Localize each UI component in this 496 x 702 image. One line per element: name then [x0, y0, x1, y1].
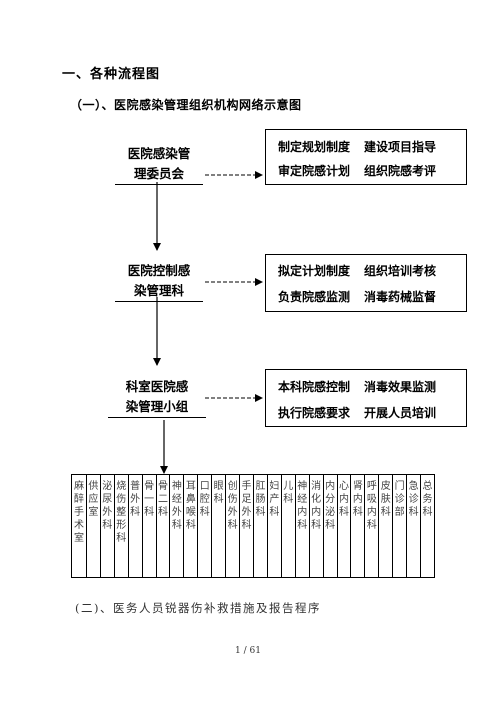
section-heading: 一、各种流程图: [62, 67, 161, 82]
level1-label: 医院感染管 理委员会: [115, 144, 203, 185]
level2-duties-box: 拟定计划制度组织培训考核 负责院感监测消毒药械监督: [265, 254, 467, 312]
department-cell: 心内科: [336, 475, 351, 577]
department-cell: 骨一科: [141, 475, 156, 577]
department-cell: 普外科: [127, 475, 142, 577]
department-cell: 总务科: [420, 475, 434, 577]
department-cell: 内分泌科: [322, 475, 337, 577]
level3-duties-box: 本科院感控制消毒效果监测 执行院感要求开展人员培训: [265, 369, 467, 427]
department-cell: 骨二科: [155, 475, 170, 577]
department-cell: 皮肤科: [378, 475, 392, 577]
department-cell: 烧伤整形科: [113, 475, 128, 577]
department-cell: 手足外科: [239, 475, 253, 577]
department-cell: 泌尿外科: [99, 475, 114, 577]
department-cell: 耳鼻喉科: [183, 475, 197, 577]
level1-duties-box: 制定规划制度建设项目指导 审定院感计划组织院感考评: [265, 129, 467, 185]
department-cell: 肛肠科: [253, 475, 267, 577]
department-cell: 呼吸内科: [364, 475, 378, 577]
department-cell: 妇产科: [266, 475, 281, 577]
department-cell: 儿科: [280, 475, 295, 577]
department-cell: 麻醉手术室: [73, 481, 84, 544]
level3-label: 科室医院感 染管理小组: [108, 377, 206, 418]
department-cell: 供应室: [85, 475, 100, 577]
department-cell: 肾内科: [350, 475, 364, 577]
level2-label: 医院控制感 染管理科: [115, 261, 203, 302]
department-cell: 创伤外科: [225, 475, 239, 577]
department-cell: 神经内科: [294, 475, 309, 577]
department-cell: 口腔科: [197, 475, 211, 577]
departments-table: 麻醉手术室供应室泌尿外科烧伤整形科普外科骨一科骨二科神经外科耳鼻喉科口腔科眼科创…: [71, 474, 435, 578]
next-section-heading: (二)、医务人员锐器伤补救措施及报告程序: [75, 601, 321, 615]
department-cell: 眼科: [211, 475, 225, 577]
page-number: 1 / 61: [235, 646, 261, 656]
department-cell: 神经外科: [169, 475, 183, 577]
diagram-title: （一）、医院感染管理组织机构网络示意图: [70, 98, 302, 112]
department-cell: 急诊科: [406, 475, 420, 577]
department-cell: 门诊部: [392, 475, 406, 577]
department-cell: 消化内科: [308, 475, 323, 577]
